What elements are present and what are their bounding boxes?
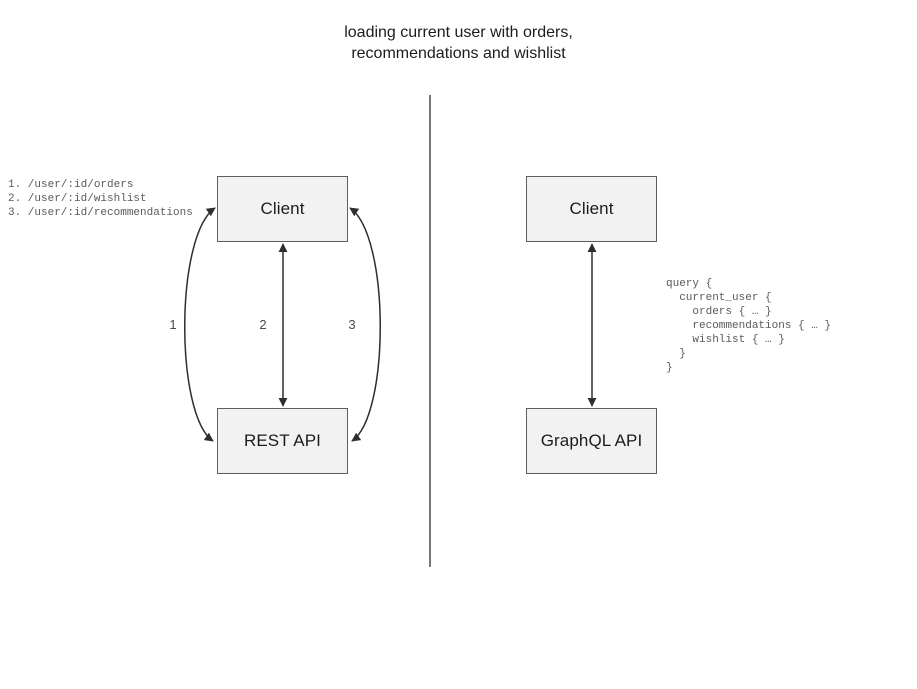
rest-client-label: Client <box>260 199 305 218</box>
page-title: loading current user with orders, recomm… <box>344 24 573 62</box>
rest-api-label: REST API <box>243 431 322 450</box>
graphql-query-block: query { current_user { orders { … } reco… <box>666 278 832 374</box>
edge-orders-curve <box>184 207 216 442</box>
rest-endpoint-list: 1. /user/:id/orders 2. /user/:id/wishlis… <box>8 179 193 219</box>
graphql-client-box[interactable]: Client <box>526 176 657 242</box>
rest-api-box[interactable]: REST API <box>217 408 348 474</box>
graphql-api-label: GraphQL API <box>540 431 643 450</box>
edge-label-2: 2 <box>259 317 267 332</box>
edge-label-3: 3 <box>348 317 356 332</box>
graphql-api-box[interactable]: GraphQL API <box>526 408 657 474</box>
graphql-client-label: Client <box>569 199 614 218</box>
edge-label-1: 1 <box>169 317 177 332</box>
rest-client-box[interactable]: Client <box>217 176 348 242</box>
edge-recommendations-curve <box>349 207 381 442</box>
